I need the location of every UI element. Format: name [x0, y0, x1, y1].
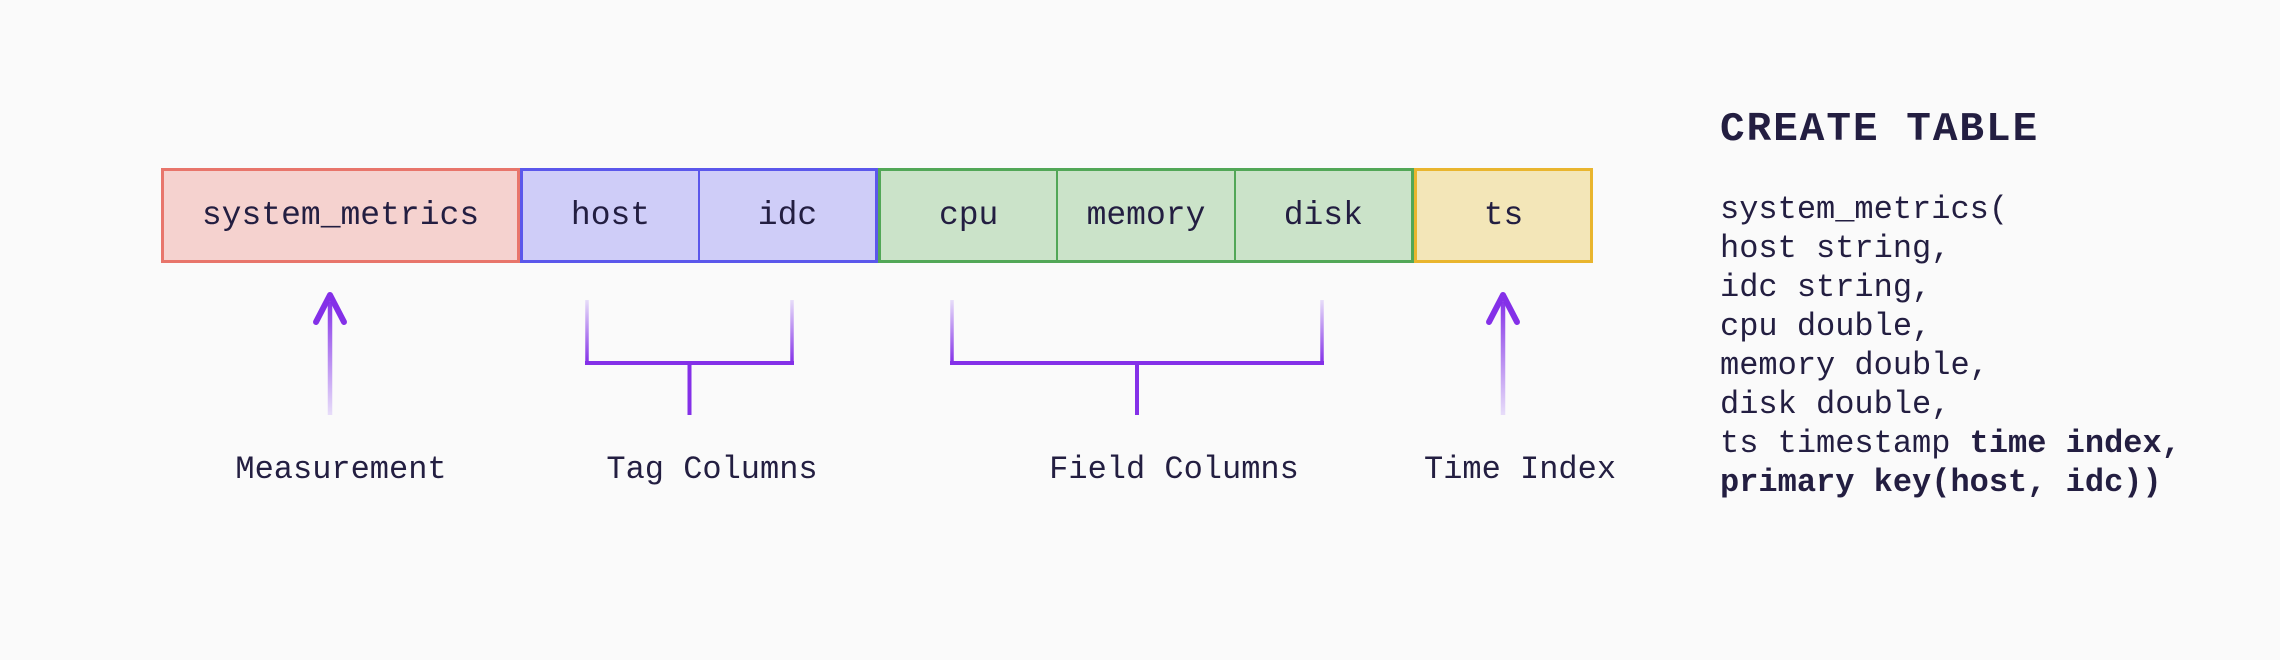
sql-line-idc: idc string,: [1720, 269, 1932, 306]
sql-line-disk: disk double,: [1720, 386, 1951, 423]
sql-line-host: host string,: [1720, 230, 1951, 267]
cell-cpu: cpu: [938, 197, 999, 234]
tag-columns-bracket-icon: [585, 300, 794, 415]
sql-panel: CREATE TABLE system_metrics( host string…: [1720, 108, 2181, 502]
cell-disk: disk: [1233, 171, 1411, 260]
field-columns-label: Field Columns: [1049, 451, 1299, 488]
annotation-connectors: [313, 292, 1520, 415]
time-index-arrow-icon: [1486, 292, 1520, 415]
measurement-arrow-icon: [313, 292, 347, 415]
sql-line-primary-key: primary key(host, idc)): [1720, 464, 2162, 501]
field-columns-bracket-icon: [950, 300, 1324, 415]
sql-body: system_metrics( host string, idc string,…: [1720, 190, 2181, 502]
tag-columns-group: host idc: [520, 168, 878, 263]
tag-columns-label: Tag Columns: [606, 451, 818, 488]
time-index-group: ts: [1414, 168, 1593, 263]
field-columns-group: cpu memory disk: [878, 168, 1414, 263]
cell-ts: ts: [1483, 197, 1524, 234]
sql-line-cpu: cpu double,: [1720, 308, 1932, 345]
cell-memory: memory: [1056, 171, 1233, 260]
cell-system-metrics: system_metrics: [201, 197, 480, 234]
measurement-group: system_metrics: [161, 168, 520, 263]
sql-line-memory: memory double,: [1720, 347, 1989, 384]
sql-title: CREATE TABLE: [1720, 107, 2040, 153]
measurement-label: Measurement: [235, 451, 447, 488]
sql-line-table-name: system_metrics(: [1720, 191, 2009, 228]
sql-line-ts: ts timestamp time index,: [1720, 425, 2181, 462]
cell-idc: idc: [698, 171, 875, 260]
time-index-label: Time Index: [1423, 451, 1617, 488]
cell-host: host: [570, 197, 651, 234]
